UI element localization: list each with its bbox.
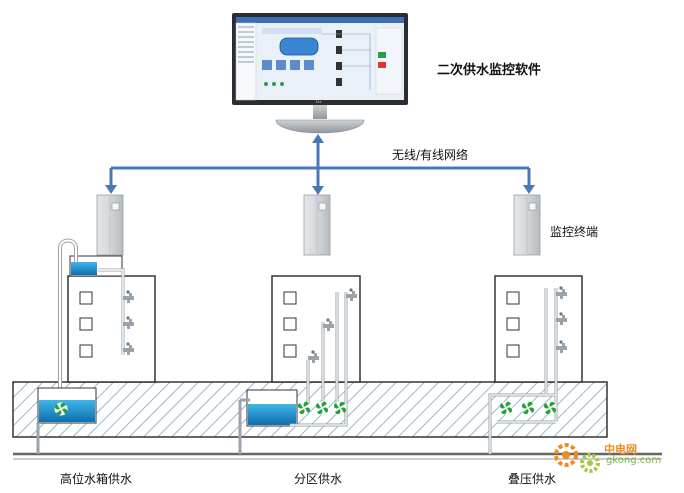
cabinet-2 — [303, 194, 331, 256]
network-lines — [109, 138, 531, 190]
network-label: 无线/有线网络 — [392, 148, 469, 162]
cabinet-3 — [513, 194, 541, 256]
building-2 — [238, 275, 361, 454]
building-1 — [36, 238, 156, 454]
cabinet-1 — [96, 194, 124, 256]
watermark-line1: 中电网 — [604, 443, 637, 456]
network-arrows — [105, 134, 535, 195]
watermark-gear-icon — [554, 443, 600, 473]
system-label-zoned: 分区供水 — [294, 472, 343, 486]
monitor: LG — [232, 13, 408, 134]
watermark-line2: gkong.com — [606, 455, 662, 466]
monitor-brand: LG — [316, 99, 321, 104]
system-label-high-tank: 高位水箱供水 — [60, 472, 133, 486]
system-label-booster: 叠压供水 — [508, 472, 557, 486]
building-3 — [488, 275, 583, 454]
terminal-label: 监控终端 — [550, 225, 599, 239]
software-title: 二次供水监控软件 — [437, 63, 542, 78]
